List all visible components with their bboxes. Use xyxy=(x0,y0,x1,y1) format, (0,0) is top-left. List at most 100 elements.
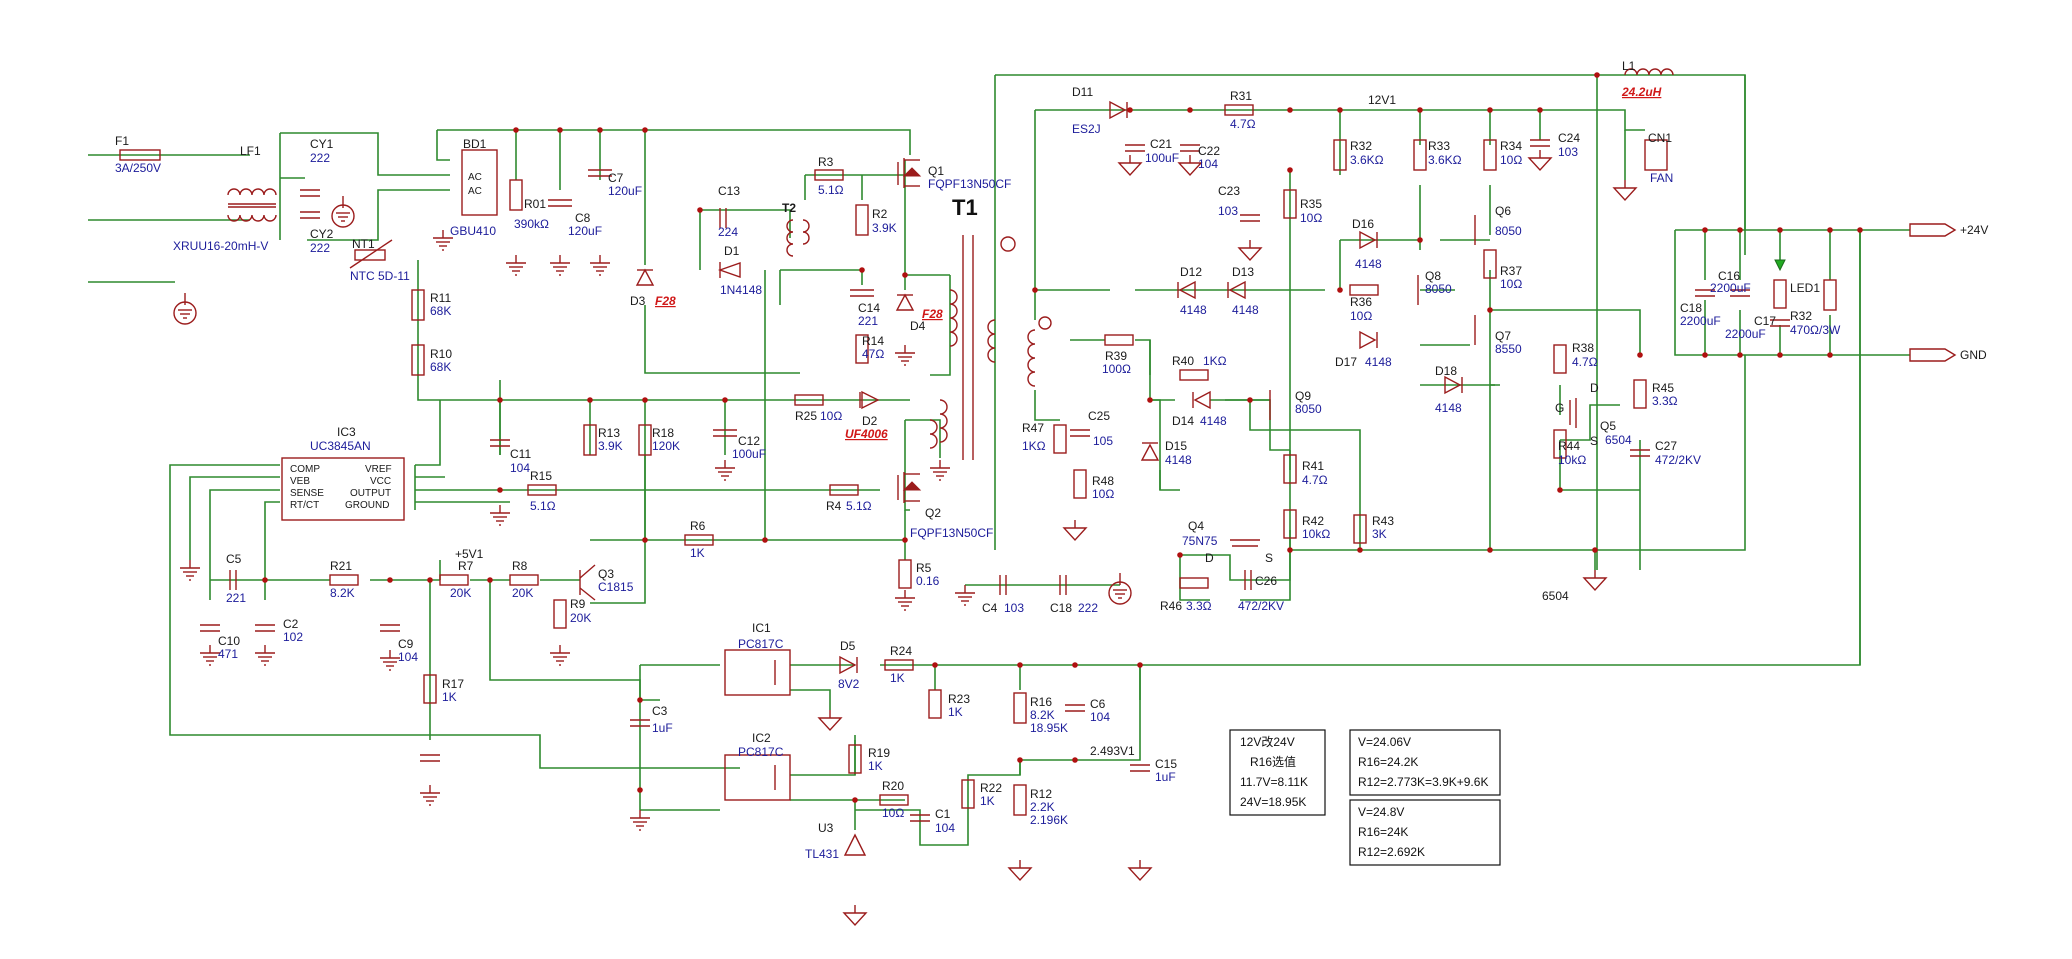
r40-val: 1KΩ xyxy=(1203,354,1227,368)
r42-ref: R42 xyxy=(1302,514,1324,528)
r22-val: 1K xyxy=(980,794,995,808)
component-symbols xyxy=(119,68,1957,856)
r8-ref: R8 xyxy=(512,559,528,573)
c26-val: 472/2KV xyxy=(1238,599,1284,613)
r17-val: 1K xyxy=(442,690,457,704)
r46-ref: R46 xyxy=(1160,599,1182,613)
r13-val: 3.9K xyxy=(598,439,623,453)
c2-ref: C2 xyxy=(283,617,299,631)
out-pos-label: +24V xyxy=(1960,223,1988,237)
v5-label: +5V1 xyxy=(455,547,484,561)
r48-val: 10Ω xyxy=(1092,487,1114,501)
d13-ref: D13 xyxy=(1232,265,1254,279)
ic3-veb: VEB xyxy=(290,476,310,487)
c24-val: 103 xyxy=(1558,145,1578,159)
r15-ref: R15 xyxy=(530,469,552,483)
connector-labels: +24V GND 12V1 +5V1 2.493V1 D G S D S xyxy=(455,93,1988,758)
c17-val: 2200uF xyxy=(1725,327,1766,341)
led1-ref: LED1 xyxy=(1790,281,1820,295)
r18-val: 120K xyxy=(652,439,680,453)
r38-ref: R38 xyxy=(1572,341,1594,355)
r32b-ref: R32 xyxy=(1790,309,1812,323)
r5-val: 0.16 xyxy=(916,574,940,588)
cn1-ref: CN1 xyxy=(1648,131,1672,145)
note1-line1: 12V改24V xyxy=(1240,735,1295,749)
r8-val: 20K xyxy=(512,586,533,600)
note3-line1: V=24.8V xyxy=(1358,805,1404,819)
c9-ref: C9 xyxy=(398,637,414,651)
c1-ref: C1 xyxy=(935,807,951,821)
cy1-val: 222 xyxy=(310,151,330,165)
r13-ref: R13 xyxy=(598,426,620,440)
ic3-vref: VREF xyxy=(365,464,392,475)
r7-val: 20K xyxy=(450,586,471,600)
r43-val: 3K xyxy=(1372,527,1387,541)
c27-val: 472/2KV xyxy=(1655,453,1701,467)
r21-ref: R21 xyxy=(330,559,352,573)
d15-ref: D15 xyxy=(1165,439,1187,453)
r16-extra: 18.95K xyxy=(1030,721,1068,735)
cn1-val: FAN xyxy=(1650,171,1673,185)
q3-ref: Q3 xyxy=(598,567,614,581)
q4-val: 75N75 xyxy=(1182,534,1218,548)
ic1-ref: IC1 xyxy=(752,621,771,635)
u3-val: TL431 xyxy=(805,847,839,861)
r45-val: 3.3Ω xyxy=(1652,394,1678,408)
r36-val: 10Ω xyxy=(1350,309,1372,323)
c6-ref: C6 xyxy=(1090,697,1106,711)
f1-ref: F1 xyxy=(115,134,129,148)
r19-ref: R19 xyxy=(868,746,890,760)
r34-val: 10Ω xyxy=(1500,153,1522,167)
vref-label: 2.493V1 xyxy=(1090,744,1135,758)
d14-val: 4148 xyxy=(1200,414,1227,428)
c5-ref: C5 xyxy=(226,552,242,566)
r22-ref: R22 xyxy=(980,781,1002,795)
d11-val: ES2J xyxy=(1072,122,1101,136)
bd1-ac1: AC xyxy=(468,172,482,183)
r21-val: 8.2K xyxy=(330,586,355,600)
r9-val: 20K xyxy=(570,611,591,625)
d4-ref: D4 xyxy=(910,319,926,333)
d1-ref: D1 xyxy=(724,244,740,258)
c13-ref: C13 xyxy=(718,184,740,198)
c23-ref: C23 xyxy=(1218,184,1240,198)
cy2-val: 222 xyxy=(310,241,330,255)
r17-ref: R17 xyxy=(442,677,464,691)
d15-val: 4148 xyxy=(1165,453,1192,467)
r48-ref: R48 xyxy=(1092,474,1114,488)
q3-val: C1815 xyxy=(598,580,634,594)
r12-extra: 2.196K xyxy=(1030,813,1068,827)
d12-val: 4148 xyxy=(1180,303,1207,317)
bd1-val: GBU410 xyxy=(450,224,496,238)
c16-ref: C16 xyxy=(1718,269,1740,283)
r4-val: 5.1Ω xyxy=(846,499,872,513)
r01-val: 390kΩ xyxy=(514,217,549,231)
r24-val: 1K xyxy=(890,671,905,685)
r32b-val: 470Ω/3W xyxy=(1790,323,1841,337)
c18-val: 2200uF xyxy=(1680,314,1721,328)
r23-ref: R23 xyxy=(948,692,970,706)
wires xyxy=(88,74,1910,846)
f1-val: 3A/250V xyxy=(115,161,161,175)
r2-ref: R2 xyxy=(872,207,888,221)
c26-ref: C26 xyxy=(1255,574,1277,588)
bd1-ac2: AC xyxy=(468,186,482,197)
t2-label: T2 xyxy=(782,201,796,215)
note2-line1: V=24.06V xyxy=(1358,735,1411,749)
q9-ref: Q9 xyxy=(1295,389,1311,403)
note2-line2: R16=24.2K xyxy=(1358,755,1418,769)
r24-ref: R24 xyxy=(890,644,912,658)
c4-ref: C4 xyxy=(982,601,998,615)
c21-val: 100uF xyxy=(1145,151,1179,165)
d18-ref: D18 xyxy=(1435,364,1457,378)
c14-ref: C14 xyxy=(858,301,880,315)
c8-val: 120uF xyxy=(568,224,602,238)
d18-val: 4148 xyxy=(1435,401,1462,415)
r39-ref: R39 xyxy=(1105,349,1127,363)
r12-val: 2.2K xyxy=(1030,800,1055,814)
c18-ref: C18 xyxy=(1680,301,1702,315)
r12-ref: R12 xyxy=(1030,787,1052,801)
r40-ref: R40 xyxy=(1172,354,1194,368)
d2-ref: D2 xyxy=(862,414,878,428)
q5-bottom-label: 6504 xyxy=(1542,589,1569,603)
